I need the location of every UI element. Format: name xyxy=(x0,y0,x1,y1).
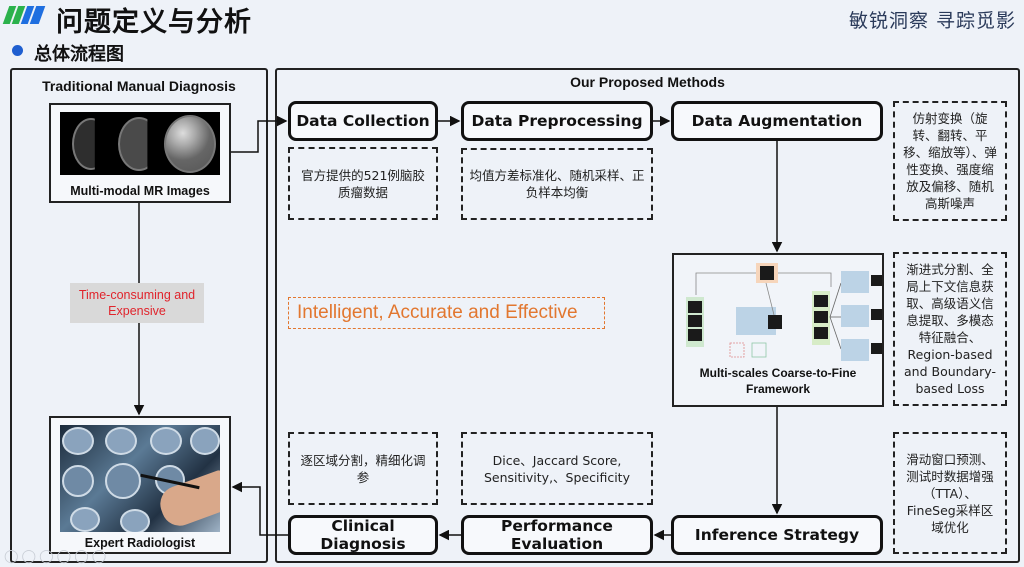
page-title: 问题定义与分析 xyxy=(56,7,252,38)
mr-images-box: Multi-modal MR Images xyxy=(49,103,231,203)
step-data-preprocessing[interactable]: Data Preprocessing xyxy=(461,101,653,141)
note-clinical-diagnosis: 逐区域分割，精细化调参 xyxy=(288,432,438,505)
mr-images xyxy=(60,112,220,175)
radiologist-image xyxy=(60,425,220,532)
note-data-preprocessing: 均值方差标准化、随机采样、正负样本均衡 xyxy=(461,148,653,220)
proposed-methods-title: Our Proposed Methods xyxy=(570,74,725,90)
note-performance-evaluation: Dice、Jaccard Score, Sensitivity,、Specifi… xyxy=(461,432,653,505)
fw-coarse-result xyxy=(768,315,782,329)
brand-slogan: 敏锐洞察 寻踪觅影 xyxy=(848,10,1016,32)
note-data-augmentation: 仿射变换（旋转、翻转、平移、缩放等）、弹性变换、强度缩放及偏移、随机高斯噪声 xyxy=(893,101,1007,221)
fw-fine-net-2 xyxy=(841,305,869,327)
note-inference-strategy: 滑动窗口预测、测试时数据增强（TTA）、FineSeg采样区域优化 xyxy=(893,432,1007,554)
framework-diagram: Multi-scales Coarse-to-Fine Framework xyxy=(672,253,884,407)
traditional-diagnosis-title: Traditional Manual Diagnosis xyxy=(42,78,236,94)
note-data-collection: 官方提供的521例脑胶质瘤数据 xyxy=(288,147,438,220)
expert-radiologist-box: Expert Radiologist xyxy=(49,416,231,554)
watermark: ◯◯◯◯◯◯ xyxy=(4,548,110,563)
logo-icon xyxy=(2,6,46,24)
proposed-methods-panel xyxy=(275,68,1020,563)
step-performance-evaluation[interactable]: Performance Evaluation xyxy=(461,515,653,555)
slogan-text: Intelligent, Accurate and Effective xyxy=(288,297,605,329)
bullet-icon xyxy=(12,45,23,56)
mr-images-caption: Multi-modal MR Images xyxy=(70,184,210,198)
framework-thumbnail xyxy=(686,263,882,361)
fw-fine-net-3 xyxy=(841,339,869,361)
framework-caption: Multi-scales Coarse-to-Fine Framework xyxy=(699,366,857,396)
fw-roi-img xyxy=(760,266,774,280)
note-framework: 渐进式分割、全局上下文信息获取、高级语义信息提取、多模态特征融合、Region-… xyxy=(893,252,1007,406)
step-inference-strategy[interactable]: Inference Strategy xyxy=(671,515,883,555)
radiologist-caption: Expert Radiologist xyxy=(84,536,196,550)
fw-fine-net-1 xyxy=(841,271,869,293)
step-data-collection[interactable]: Data Collection xyxy=(288,101,438,141)
section-subtitle: 总体流程图 xyxy=(34,44,124,65)
time-consuming-label: Time-consuming and Expensive xyxy=(70,283,204,323)
step-clinical-diagnosis[interactable]: Clinical Diagnosis xyxy=(288,515,438,555)
step-data-augmentation[interactable]: Data Augmentation xyxy=(671,101,883,141)
traditional-diagnosis-panel xyxy=(10,68,268,563)
